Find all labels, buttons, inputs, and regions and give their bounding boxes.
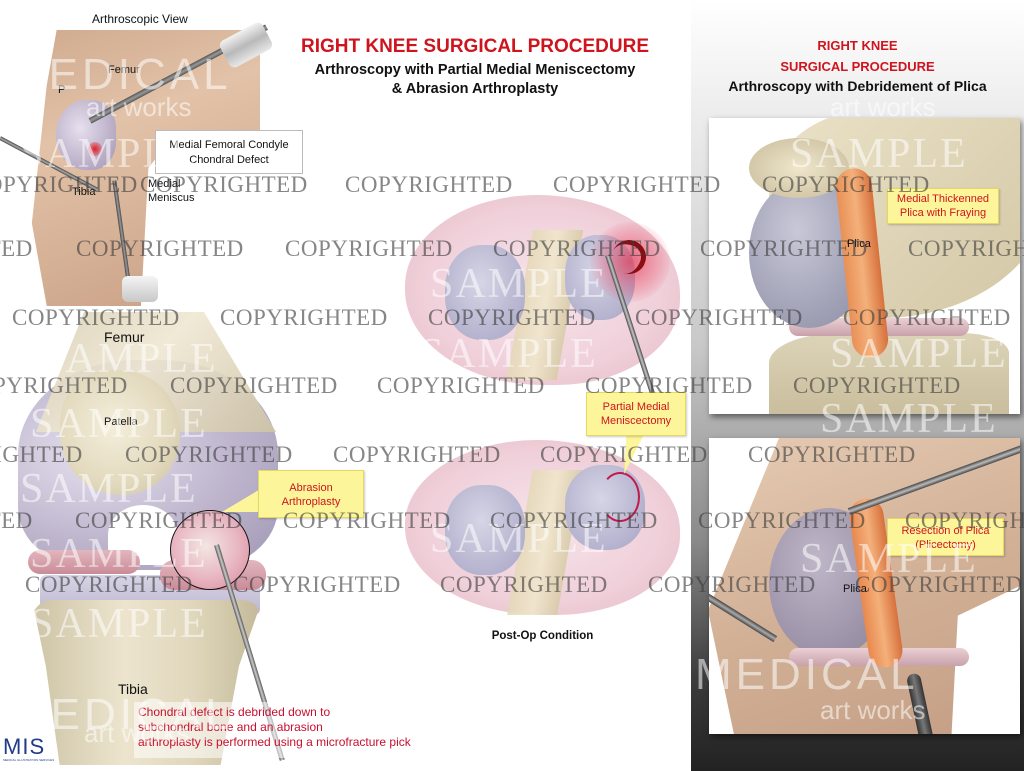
background-cutout-right (964, 608, 1020, 734)
mfc-callout-line2: Chondral Defect (189, 154, 269, 166)
note-line3: arthroplasty is performed using a microf… (138, 735, 411, 749)
abrasion-site-circle (170, 510, 250, 590)
patella-lateral (749, 138, 849, 198)
subtitle-line1: Arthroscopy with Partial Medial Meniscec… (314, 62, 636, 78)
watermark-copyrighted: COPYRIGHTED (220, 305, 388, 330)
instrument-handle (122, 276, 158, 302)
pm-callout-line2: Meniscectomy (600, 415, 672, 427)
label-patella: Patella (104, 416, 138, 428)
abrasion-callout-line2: Arthroplasty (281, 496, 341, 508)
patella-illustration (60, 370, 180, 495)
pm-callout-line1: Partial Medial (602, 401, 670, 413)
rp-callout-line2: (Plicectomy) (915, 539, 976, 551)
note-line2: subchondral bone and an abrasion (138, 720, 323, 734)
lateral-compartment-postop (445, 485, 525, 575)
watermark-copyrighted: COPYRIGHTED (345, 172, 513, 197)
procedure-note: Chondral defect is debrided down to subc… (134, 702, 411, 758)
medial-thickened-plica-callout: Medial Thickenned Plica with Fraying (887, 188, 999, 224)
meniscal-tear-highlight (590, 222, 670, 302)
label-p: P (58, 84, 66, 96)
rp-callout-line1: Resection of Plica (901, 525, 990, 537)
mtp-callout-line2: Plica with Fraying (899, 207, 987, 219)
label-plica-bottom: Plica (843, 583, 867, 595)
postop-condition-label: Post-Op Condition (491, 630, 594, 642)
mtp-callout-line1: Medial Thickenned (896, 193, 990, 205)
partial-medial-meniscectomy-callout: Partial Medial Meniscectomy (586, 392, 686, 436)
label-medial-meniscus-line2: Meniscus (148, 192, 195, 204)
chondral-defect-marker (88, 142, 102, 156)
right-title-line2: SURGICAL PROCEDURE (780, 59, 935, 74)
lateral-compartment (445, 245, 525, 340)
resection-of-plica-callout: Resection of Plica (Plicectomy) (887, 518, 1004, 556)
label-femur-arthro: Femur (108, 64, 140, 76)
lateral-meniscus (28, 550, 140, 574)
watermark-copyrighted: COPYRIGHTED (0, 236, 33, 261)
subtitle-line2: & Abrasion Arthroplasty (391, 81, 559, 97)
note-line1: Chondral defect is debrided down to (138, 705, 331, 719)
plicectomy-image: Plica Resection of Plica (Plicectomy) (709, 438, 1020, 734)
resected-meniscus-rim (600, 472, 640, 522)
right-title-line1: RIGHT KNEE (817, 38, 898, 53)
mis-logo-subtext: MEDICAL ILLUSTRATION SERVICES (3, 758, 55, 762)
medial-femoral-condyle-callout: Medial Femoral Condyle Chondral Defect (155, 130, 303, 174)
mis-logo: MIS (3, 734, 46, 759)
label-medial-meniscus: Medial Meniscus (148, 177, 194, 205)
tibia-lateral (769, 333, 1009, 414)
right-subtitle: Arthroscopy with Debridement of Plica (728, 78, 987, 94)
arthroscopic-view-heading: Arthroscopic View (92, 12, 188, 26)
mfc-callout-line1: Medial Femoral Condyle (169, 139, 289, 151)
abrasion-arthroplasty-callout: Abrasion Arthroplasty (258, 470, 364, 518)
label-tibia: Tibia (118, 681, 148, 697)
label-medial-meniscus-line1: Medial (148, 178, 181, 190)
label-tibia-arthro: Tibia (72, 186, 96, 198)
plica-preop-image: Plica Medial Thickenned Plica with Frayi… (709, 118, 1020, 414)
label-plica-top: Plica (847, 238, 871, 250)
label-femur: Femur (104, 329, 145, 345)
page-title: RIGHT KNEE SURGICAL PROCEDURE (300, 36, 649, 57)
abrasion-callout-line1: Abrasion (289, 482, 333, 494)
page-subtitle: Arthroscopy with Partial Medial Meniscec… (260, 61, 690, 99)
